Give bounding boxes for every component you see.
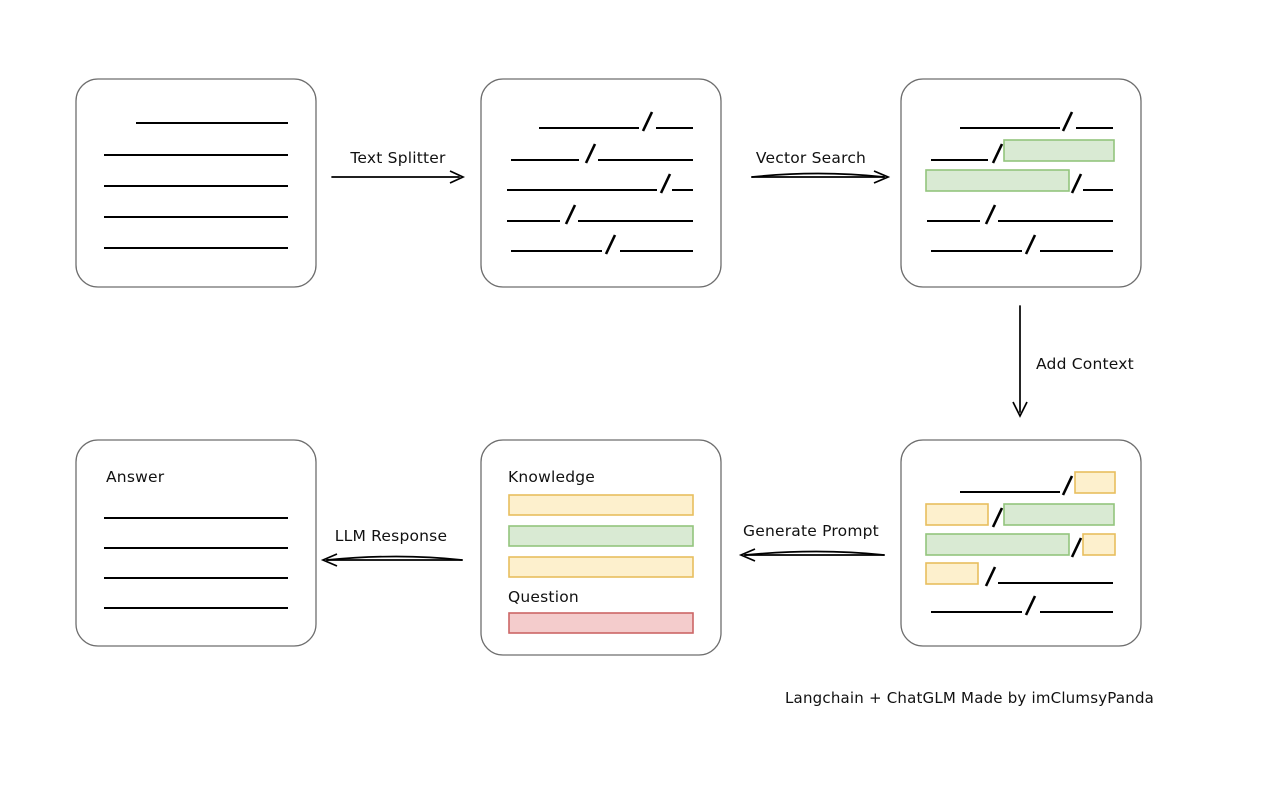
answer-card-lines — [104, 517, 288, 609]
prompt-card[interactable]: Knowledge Question — [480, 439, 722, 656]
chunks-card[interactable] — [480, 78, 722, 288]
retrieval-card[interactable] — [900, 78, 1142, 288]
prompt-card-knowledge-heading: Knowledge — [508, 468, 595, 486]
context-chunk-highlight-yellow-4 — [925, 562, 979, 585]
edge-label-llm-response: LLM Response — [335, 527, 447, 545]
chunks-card-rows — [507, 111, 693, 255]
answer-card-frame — [75, 439, 317, 647]
prompt-card-frame — [480, 439, 722, 656]
edge-label-generate-prompt: Generate Prompt — [743, 522, 879, 540]
prompt-knowledge-bar-yellow-2 — [508, 556, 694, 578]
answer-card[interactable]: Answer — [75, 439, 317, 647]
edge-label-text-splitter: Text Splitter — [349, 149, 446, 167]
context-chunk-highlight-yellow-2 — [925, 503, 989, 526]
retrieval-chunk-highlight-green-1 — [1003, 139, 1115, 162]
retrieval-chunk-highlight-green-2 — [925, 169, 1070, 192]
edge-vector-search: Vector Search — [751, 149, 891, 184]
context-chunk-highlight-green-2 — [925, 533, 1070, 556]
document-card-lines — [104, 122, 288, 249]
context-chunk-highlight-yellow-1 — [1074, 471, 1116, 494]
document-card[interactable] — [75, 78, 317, 288]
edge-label-vector-search: Vector Search — [756, 149, 866, 167]
edge-generate-prompt: Generate Prompt — [738, 522, 885, 562]
credit-text: Langchain + ChatGLM Made by imClumsyPand… — [785, 689, 1154, 707]
context-card-rows — [925, 471, 1116, 616]
prompt-card-question-heading: Question — [508, 588, 579, 606]
context-chunk-highlight-yellow-3 — [1082, 533, 1116, 556]
retrieval-card-rows — [925, 111, 1115, 255]
edge-text-splitter: Text Splitter — [331, 149, 466, 184]
chunks-card-frame — [480, 78, 722, 288]
prompt-question-bar-red — [508, 612, 694, 634]
edge-label-add-context: Add Context — [1036, 355, 1134, 373]
context-card[interactable] — [900, 439, 1142, 647]
edge-llm-response: LLM Response — [320, 527, 463, 567]
answer-card-title: Answer — [106, 468, 165, 486]
document-card-frame — [75, 78, 317, 288]
prompt-knowledge-bar-green-1 — [508, 525, 694, 547]
edge-add-context: Add Context — [1012, 305, 1134, 418]
prompt-knowledge-bar-yellow-1 — [508, 494, 694, 516]
context-chunk-highlight-green-1 — [1003, 503, 1115, 526]
